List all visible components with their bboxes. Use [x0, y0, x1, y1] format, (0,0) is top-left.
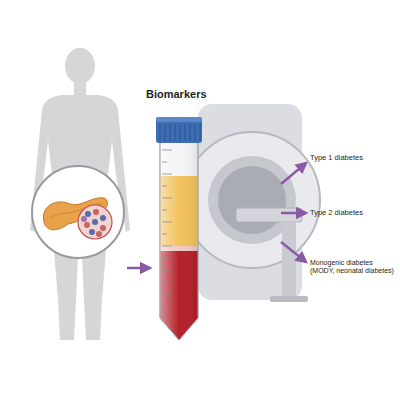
biomarkers-label: Biomarkers — [146, 88, 236, 101]
mri-scanner — [184, 104, 320, 302]
islet-cells — [81, 209, 106, 237]
outcome-label: Type 2 diabetes — [310, 208, 397, 217]
blood-tube — [156, 117, 202, 340]
cap-ridges — [160, 124, 200, 141]
outcome-label: Monogenic diabetes (MODY, neonatal diabe… — [310, 259, 397, 276]
graduation-marks — [162, 150, 172, 306]
outcome-label: Type 1 diabetes — [310, 153, 397, 162]
person-silhouette — [30, 48, 130, 340]
pancreas-inset — [32, 166, 124, 258]
flow-arrow — [127, 267, 150, 270]
outcome-arrows — [281, 163, 306, 262]
